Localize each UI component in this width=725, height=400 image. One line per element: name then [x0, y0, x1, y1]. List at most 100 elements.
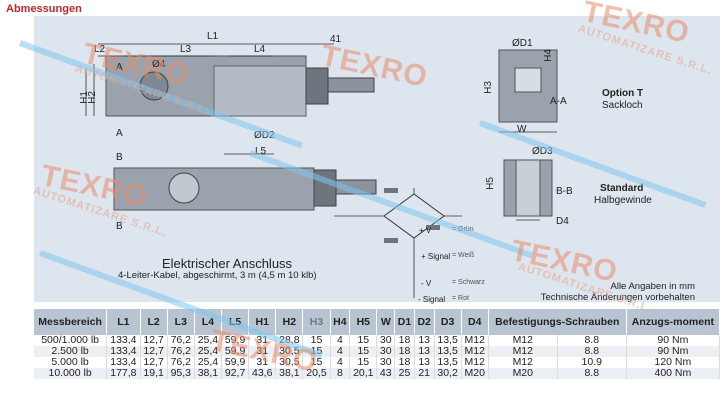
table-cell: 20,1 [349, 368, 378, 379]
cable-gland-top [305, 67, 329, 105]
table-cell: 30 [376, 335, 396, 346]
table-cell: 120 Nm [626, 357, 721, 368]
side-view-hole [168, 172, 200, 204]
page-title: Abmessungen [6, 3, 82, 15]
dim-phi4: Ø4 [152, 59, 166, 70]
table-cell: 30,5 [275, 357, 304, 368]
section-marker-a-bottom: A [116, 128, 123, 139]
table-cell: 30 [376, 357, 396, 368]
dim-l3: L3 [180, 44, 192, 55]
table-cell: 21 [414, 368, 435, 379]
note-changes: Technische Änderungen vorbehalten [540, 292, 695, 303]
wire-label-plus-signal: + Signal [421, 252, 451, 261]
col-header: D4 [461, 309, 489, 335]
col-header: W [376, 309, 396, 335]
table-cell: 10.000 lb [34, 368, 108, 379]
col-header: L2 [140, 309, 168, 335]
dim-h3: H3 [482, 81, 494, 94]
table-cell: 12,7 [140, 357, 168, 368]
table-cell: 30,2 [434, 368, 462, 379]
dim-h4: H4 [542, 49, 554, 62]
dim-41: 41 [330, 34, 342, 45]
cable-top [327, 77, 375, 93]
table-cell: 8 [330, 368, 351, 379]
table-cell: 8.8 [557, 346, 627, 357]
section-bb-thread [515, 159, 541, 217]
col-header: D3 [434, 309, 462, 335]
table-cell: 13 [414, 357, 435, 368]
table-cell: 18 [394, 357, 415, 368]
table-cell: 15 [302, 357, 331, 368]
dim-w: W [517, 124, 527, 135]
table-cell: 90 Nm [626, 346, 721, 357]
table-cell: 43,6 [248, 368, 277, 379]
table-cell: 76,2 [167, 357, 195, 368]
col-header: D1 [394, 309, 415, 335]
dim-d3: ØD3 [532, 146, 553, 157]
dim-h2: H2 [86, 91, 98, 104]
standard-title: Standard [600, 183, 644, 194]
table-cell: 25,4 [194, 357, 223, 368]
table-cell: 13 [414, 346, 435, 357]
table-row: 10.000 lb 177,8 19,1 95,3 38,1 92,7 43,6… [34, 368, 721, 379]
note-units: Alle Angaben in mm [610, 281, 696, 292]
top-view-step [213, 65, 307, 117]
wire-color-plus-v: = Grün [452, 226, 474, 233]
table-cell: M12 [461, 346, 489, 357]
table-cell: 10.9 [557, 357, 627, 368]
table-cell: 90 Nm [626, 335, 721, 346]
col-header: Befestigungs-Schrauben [488, 309, 627, 335]
col-header: H5 [349, 309, 378, 335]
wiring-heading: Elektrischer Anschluss [162, 256, 293, 271]
standard-subtitle: Halbgewinde [594, 195, 652, 206]
col-header: Anzugs-moment [626, 309, 721, 335]
dim-l2: L2 [94, 44, 106, 55]
table-cell: 4 [330, 346, 351, 357]
table-cell: 5.000 lb [34, 357, 108, 368]
table-cell: 19,1 [140, 368, 168, 379]
table-cell: 8.8 [557, 335, 627, 346]
table-cell: M12 [488, 335, 558, 346]
dim-l4: L4 [254, 44, 266, 55]
table-cell: 38,1 [275, 368, 304, 379]
wire-label-plus-v: + V [419, 226, 432, 235]
wiring-subheading: 4-Leiter-Kabel, abgeschirmt, 3 m (4,5 m … [118, 270, 317, 281]
table-cell: M12 [488, 357, 558, 368]
table-cell: 13,5 [434, 335, 462, 346]
table-cell: 15 [349, 335, 378, 346]
spec-table: Messbereich L1 L2 L3 L4 L5 H1 H2 H3 H4 H… [34, 309, 721, 379]
table-cell: 43 [376, 368, 396, 379]
table-cell: 92,7 [221, 368, 250, 379]
table-cell: 4 [330, 335, 351, 346]
load-cell-drawing [85, 43, 558, 298]
table-cell: 15 [349, 357, 378, 368]
table-cell: 30 [376, 346, 396, 357]
table-cell: 13,5 [434, 346, 462, 357]
col-header: L1 [106, 309, 141, 335]
col-header: H1 [248, 309, 277, 335]
section-label-aa: A-A [550, 96, 567, 107]
wire-label-minus-v: - V [421, 279, 432, 288]
table-cell: 31 [248, 357, 277, 368]
section-marker-b-bottom: B [116, 221, 123, 232]
table-cell: 400 Nm [626, 368, 721, 379]
section-label-bb: B-B [556, 186, 573, 197]
col-header: L3 [167, 309, 195, 335]
col-header: Messbereich [34, 309, 108, 335]
option-t-subtitle: Sackloch [602, 100, 643, 111]
table-cell: M12 [488, 346, 558, 357]
table-cell: 8.8 [557, 368, 627, 379]
wheatstone-bridge [383, 193, 445, 239]
table-cell: M12 [461, 335, 489, 346]
option-t-title: Option T [602, 88, 644, 99]
table-cell: 25 [394, 368, 415, 379]
spec-table-header: Messbereich L1 L2 L3 L4 L5 H1 H2 H3 H4 H… [34, 309, 721, 335]
col-header: H2 [275, 309, 304, 335]
table-cell: M12 [461, 357, 489, 368]
table-cell: 95,3 [167, 368, 195, 379]
col-header: H4 [330, 309, 351, 335]
col-header: D2 [414, 309, 435, 335]
wire-color-plus-signal: = Weiß [452, 252, 475, 259]
wire-color-minus-signal: = Rot [452, 295, 469, 302]
table-cell: 20,5 [302, 368, 331, 379]
